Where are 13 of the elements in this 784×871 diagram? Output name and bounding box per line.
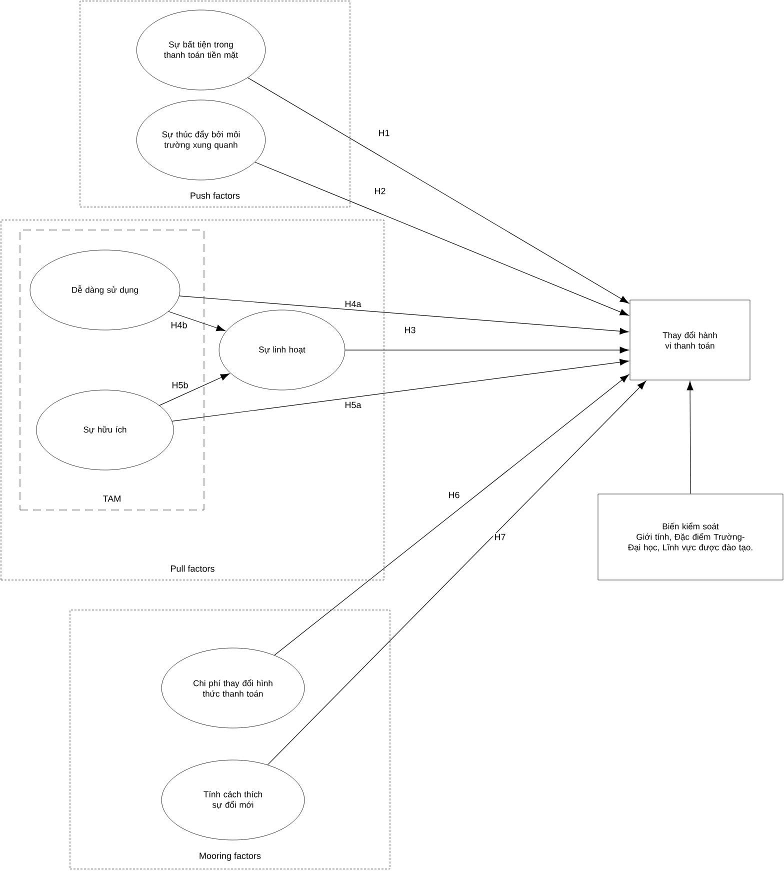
arrow — [172, 358, 629, 422]
arrow — [254, 162, 629, 316]
arrow — [159, 374, 230, 406]
edge-label: H5b — [170, 380, 190, 390]
arrow — [344, 346, 629, 354]
variable-box: Biến kiểm soát Giới tính, Đặc điểm Trường-Đại học, Lĩnh vực được đào tạo. — [598, 494, 784, 580]
arrow — [274, 374, 630, 656]
arrow — [168, 311, 226, 332]
arrow — [179, 296, 629, 334]
arrow — [686, 381, 694, 494]
arrow — [267, 380, 646, 766]
arrow — [247, 77, 629, 304]
variable-box: Thay đổi hành vi thanh toán — [630, 300, 750, 380]
